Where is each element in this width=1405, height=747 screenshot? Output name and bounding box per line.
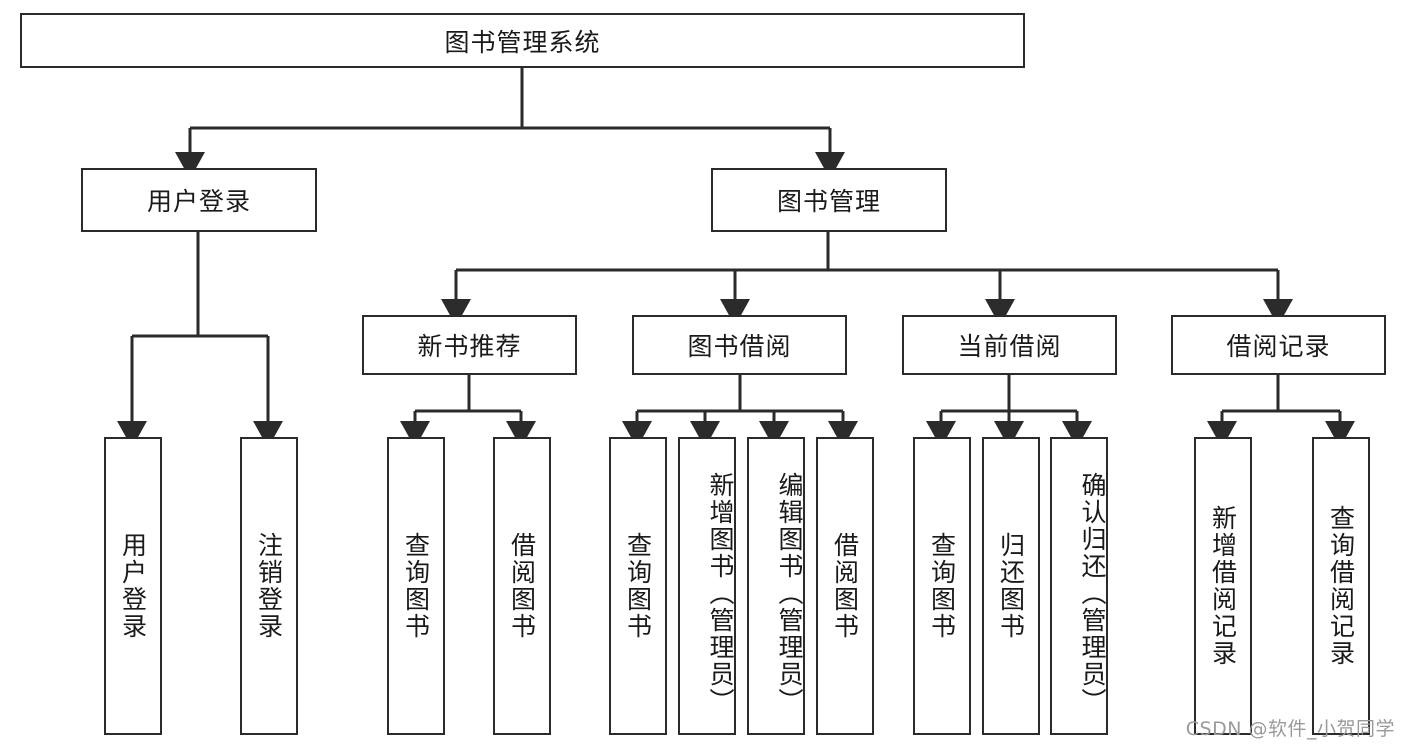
node-new-book-rec[interactable]: 新书推荐 xyxy=(362,315,577,375)
node-leaf-add-record-label: 新增借阅记录 xyxy=(1208,505,1238,667)
node-current-borrow[interactable]: 当前借阅 xyxy=(902,315,1117,375)
node-leaf-confirm-return-label: 确认归还（管理员） xyxy=(1078,471,1107,715)
node-book-borrow[interactable]: 图书借阅 xyxy=(632,315,847,375)
node-leaf-edit-book-label: 编辑图书（管理员） xyxy=(775,471,804,715)
node-leaf-add-book[interactable]: 新增图书（管理员） xyxy=(678,437,736,735)
node-leaf-query-record-label: 查询借阅记录 xyxy=(1326,505,1356,667)
node-leaf-query-book-2[interactable]: 查询图书 xyxy=(609,437,667,735)
node-root[interactable]: 图书管理系统 xyxy=(20,13,1025,68)
node-leaf-return-book[interactable]: 归还图书 xyxy=(982,437,1040,735)
node-leaf-add-book-label: 新增图书（管理员） xyxy=(706,471,735,715)
node-leaf-borrow-book-1[interactable]: 借阅图书 xyxy=(493,437,551,735)
node-leaf-user-login[interactable]: 用户登录 xyxy=(104,437,162,735)
node-user-login[interactable]: 用户登录 xyxy=(81,168,317,232)
node-leaf-borrow-book-2-label: 借阅图书 xyxy=(830,532,860,640)
node-leaf-edit-book[interactable]: 编辑图书（管理员） xyxy=(747,437,805,735)
node-leaf-add-record[interactable]: 新增借阅记录 xyxy=(1194,437,1252,735)
node-leaf-query-book-1[interactable]: 查询图书 xyxy=(387,437,445,735)
node-leaf-query-record[interactable]: 查询借阅记录 xyxy=(1312,437,1370,735)
node-leaf-query-book-1-label: 查询图书 xyxy=(401,532,431,640)
watermark-text: CSDN @软件_小贺同学 xyxy=(1185,718,1395,740)
node-leaf-return-book-label: 归还图书 xyxy=(996,532,1026,640)
node-borrow-record[interactable]: 借阅记录 xyxy=(1171,315,1386,375)
node-leaf-logout[interactable]: 注销登录 xyxy=(240,437,298,735)
node-book-manage-label: 图书管理 xyxy=(776,187,881,216)
node-leaf-query-book-3-label: 查询图书 xyxy=(927,532,957,640)
node-leaf-logout-label: 注销登录 xyxy=(254,532,284,640)
node-book-manage[interactable]: 图书管理 xyxy=(711,168,947,232)
node-leaf-query-book-3[interactable]: 查询图书 xyxy=(913,437,971,735)
node-leaf-borrow-book-1-label: 借阅图书 xyxy=(507,532,537,640)
node-current-borrow-label: 当前借阅 xyxy=(957,332,1062,361)
node-leaf-confirm-return[interactable]: 确认归还（管理员） xyxy=(1050,437,1108,735)
node-leaf-query-book-2-label: 查询图书 xyxy=(623,532,653,640)
node-leaf-borrow-book-2[interactable]: 借阅图书 xyxy=(816,437,874,735)
node-leaf-user-login-label: 用户登录 xyxy=(118,532,148,640)
node-new-book-rec-label: 新书推荐 xyxy=(417,332,522,361)
node-book-borrow-label: 图书借阅 xyxy=(687,332,792,361)
node-root-label: 图书管理系统 xyxy=(444,27,601,57)
node-borrow-record-label: 借阅记录 xyxy=(1226,332,1331,361)
node-user-login-label: 用户登录 xyxy=(146,187,251,216)
